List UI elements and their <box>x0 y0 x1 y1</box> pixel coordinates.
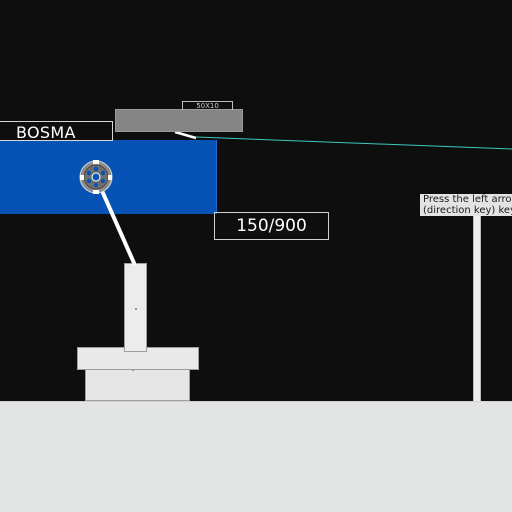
crane-pillar <box>124 263 147 352</box>
hint-line-1: Press the left arrow <box>423 194 512 205</box>
hint-sign-pole <box>473 216 481 401</box>
hint-line-2: (direction key) key <box>423 205 512 216</box>
ground <box>0 401 512 512</box>
aim-line <box>195 136 512 150</box>
crane-base-lower <box>85 369 190 401</box>
pillar-pin <box>135 308 137 310</box>
crane-beam <box>0 140 217 214</box>
dangling-block[interactable] <box>115 109 243 132</box>
base-pin <box>132 369 134 371</box>
block-tether <box>174 130 197 140</box>
player-name-label: BOSMA <box>0 121 113 142</box>
block-size-label: 50X10 <box>182 101 233 110</box>
progress-counter: 150/900 <box>214 212 329 240</box>
hint-sign: Press the left arrow (direction key) key <box>420 194 512 216</box>
